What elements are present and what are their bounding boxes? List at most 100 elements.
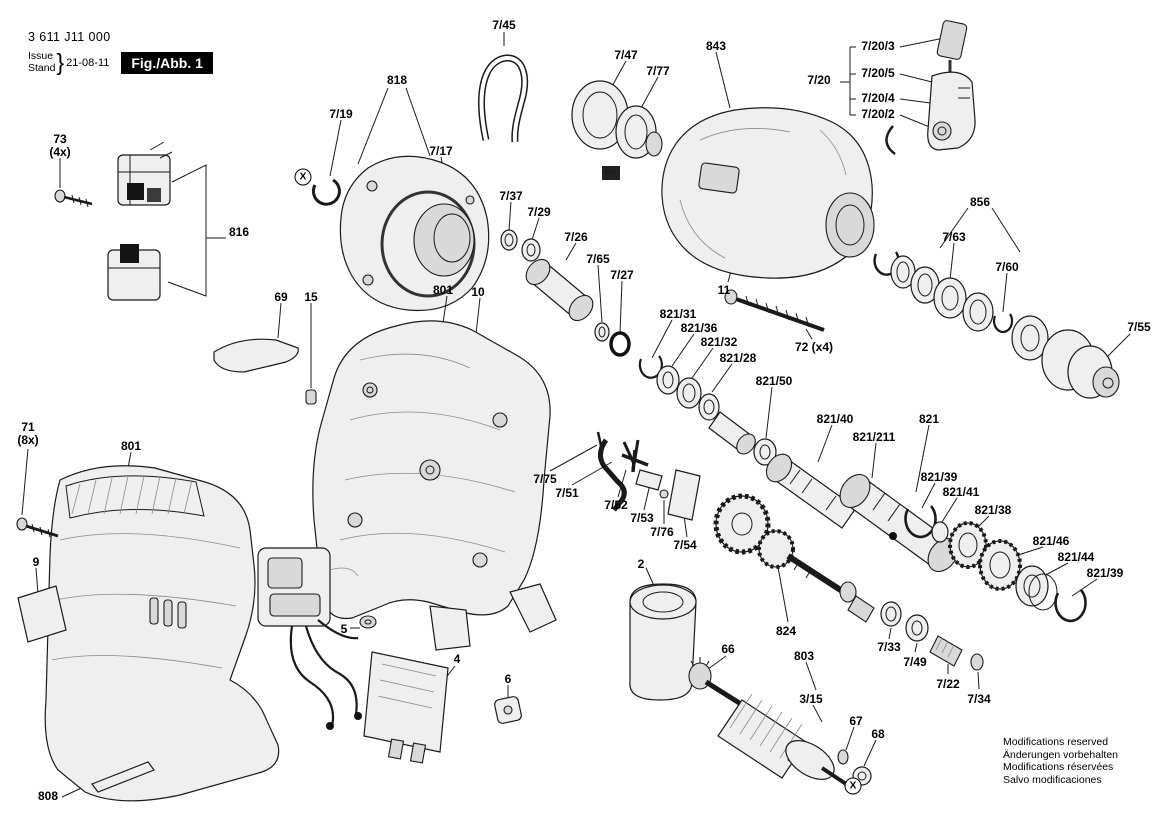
part-label: 66 <box>721 642 735 656</box>
part-label: 7/20/4 <box>861 91 895 105</box>
boot-rings-drawing <box>571 60 663 180</box>
part-label: 821/38 <box>974 503 1012 517</box>
issue-stand-block: Issue Stand } 21-08-11 Fig./Abb. 1 <box>28 49 213 76</box>
part-label: 818 <box>386 73 408 87</box>
part-label: 11 <box>717 283 731 297</box>
part-label: 821/31 <box>659 307 697 321</box>
part-label: 4 <box>453 652 461 666</box>
gear-flange-drawing <box>311 87 490 312</box>
clip-drawing <box>478 32 529 143</box>
part-label: 821/44 <box>1057 550 1095 564</box>
part-label: 7/34 <box>967 692 991 706</box>
part-label: 7/20/5 <box>861 66 895 80</box>
part-label: 7/45 <box>492 18 516 32</box>
footer-line-de: Änderungen vorbehalten <box>1003 748 1119 761</box>
part-label: 7/37 <box>499 189 523 203</box>
part-label: 5 <box>340 622 348 636</box>
figure-label: Fig./Abb. 1 <box>121 51 213 74</box>
switch-wiring-drawing <box>257 547 362 730</box>
hammer-tube-parts-drawing <box>638 319 1098 623</box>
part-label: 7/29 <box>527 205 551 219</box>
part-label: 15 <box>304 290 318 304</box>
document-number: 3 611 J11 000 <box>28 30 111 44</box>
part-label: 824 <box>775 624 797 638</box>
part-label: 821/41 <box>942 485 980 499</box>
modifications-note: Modifications reserved Änderungen vorbeh… <box>1003 736 1118 786</box>
part-label: 7/47 <box>614 48 638 62</box>
part-label: 7/55 <box>1127 320 1151 334</box>
part-label: 808 <box>37 789 59 803</box>
part-label: 7/65 <box>586 252 610 266</box>
part-label: 7/60 <box>995 260 1019 274</box>
part-label: 9 <box>32 555 40 569</box>
part-label: 803 <box>793 649 815 663</box>
part-label: 821/46 <box>1032 534 1070 548</box>
part-label: 821/39 <box>920 470 958 484</box>
part-label: 801 <box>120 439 142 453</box>
motor-housing-drawing <box>661 51 875 283</box>
part-label: 6 <box>504 672 512 686</box>
part-label: 2 <box>637 557 645 571</box>
part-label: 7/33 <box>877 640 901 654</box>
part-label: 7/20/3 <box>861 39 895 53</box>
part-label: 7/20 <box>807 73 831 87</box>
sleeve-drawing <box>629 567 697 701</box>
part-label: 821 <box>918 412 940 426</box>
part-label: 7/76 <box>650 525 674 539</box>
part-label: 10 <box>471 285 485 299</box>
part-label: 3/15 <box>799 692 823 706</box>
outer-housing-drawing <box>16 448 280 802</box>
part-label: 7/54 <box>673 538 697 552</box>
part-label: 7/26 <box>564 230 588 244</box>
footer-line-en: Modifications reserved <box>1003 736 1109 748</box>
part-label: 7/75 <box>533 472 557 486</box>
x-marker: X <box>844 777 862 795</box>
switch-assembly-drawing <box>840 20 976 155</box>
part-label: 7/49 <box>903 655 927 669</box>
issue-date: 21-08-11 <box>66 56 110 69</box>
part-label: 821/39 <box>1086 566 1124 580</box>
striker-rings-drawing <box>873 207 1131 399</box>
footer-line-es: Salvo modificaciones <box>1003 773 1102 786</box>
part-label: 821/211 <box>852 430 896 444</box>
part-label: 7/27 <box>610 268 634 282</box>
spindle-front-parts-drawing <box>500 201 631 357</box>
inner-housing-drawing <box>312 295 557 651</box>
slider-plate-drawing <box>213 302 317 405</box>
issue-label: Issue <box>28 49 54 62</box>
footer-line-fr: Modifications réservées <box>1003 761 1114 774</box>
part-label: 7/77 <box>646 64 670 78</box>
part-label: 821/50 <box>755 374 793 388</box>
brace-glyph: } <box>56 49 65 75</box>
part-label: 67 <box>849 714 863 728</box>
part-label: 843 <box>705 39 727 53</box>
part-label: 7/20/2 <box>861 107 895 121</box>
part-label: 7/17 <box>429 144 453 158</box>
part-label: 801 <box>432 283 454 297</box>
part-label: 71 (8x) <box>17 420 39 448</box>
part-label: 7/53 <box>630 511 654 525</box>
x-marker: X <box>294 168 312 186</box>
part-label: 7/51 <box>555 486 579 500</box>
part-label: 821/32 <box>700 335 738 349</box>
brush-assembly-drawing <box>54 141 226 301</box>
intermediate-gear-drawing <box>713 493 984 690</box>
part-label: 69 <box>274 290 288 304</box>
part-label: 7/19 <box>329 107 353 121</box>
part-label: 7/52 <box>604 498 628 512</box>
part-label: 821/40 <box>816 412 854 426</box>
bottom-parts-drawing <box>350 615 522 764</box>
mode-selector-drawing <box>549 431 701 538</box>
part-label: 7/63 <box>942 230 966 244</box>
armature-drawing <box>688 655 877 790</box>
part-label: 816 <box>228 225 250 239</box>
part-label: 68 <box>871 727 885 741</box>
part-label: 821/28 <box>719 351 757 365</box>
part-label: 72 (x4) <box>794 340 834 354</box>
stand-label: Stand <box>28 61 56 74</box>
part-label: 821/36 <box>680 321 718 335</box>
part-label: 7/22 <box>936 677 960 691</box>
